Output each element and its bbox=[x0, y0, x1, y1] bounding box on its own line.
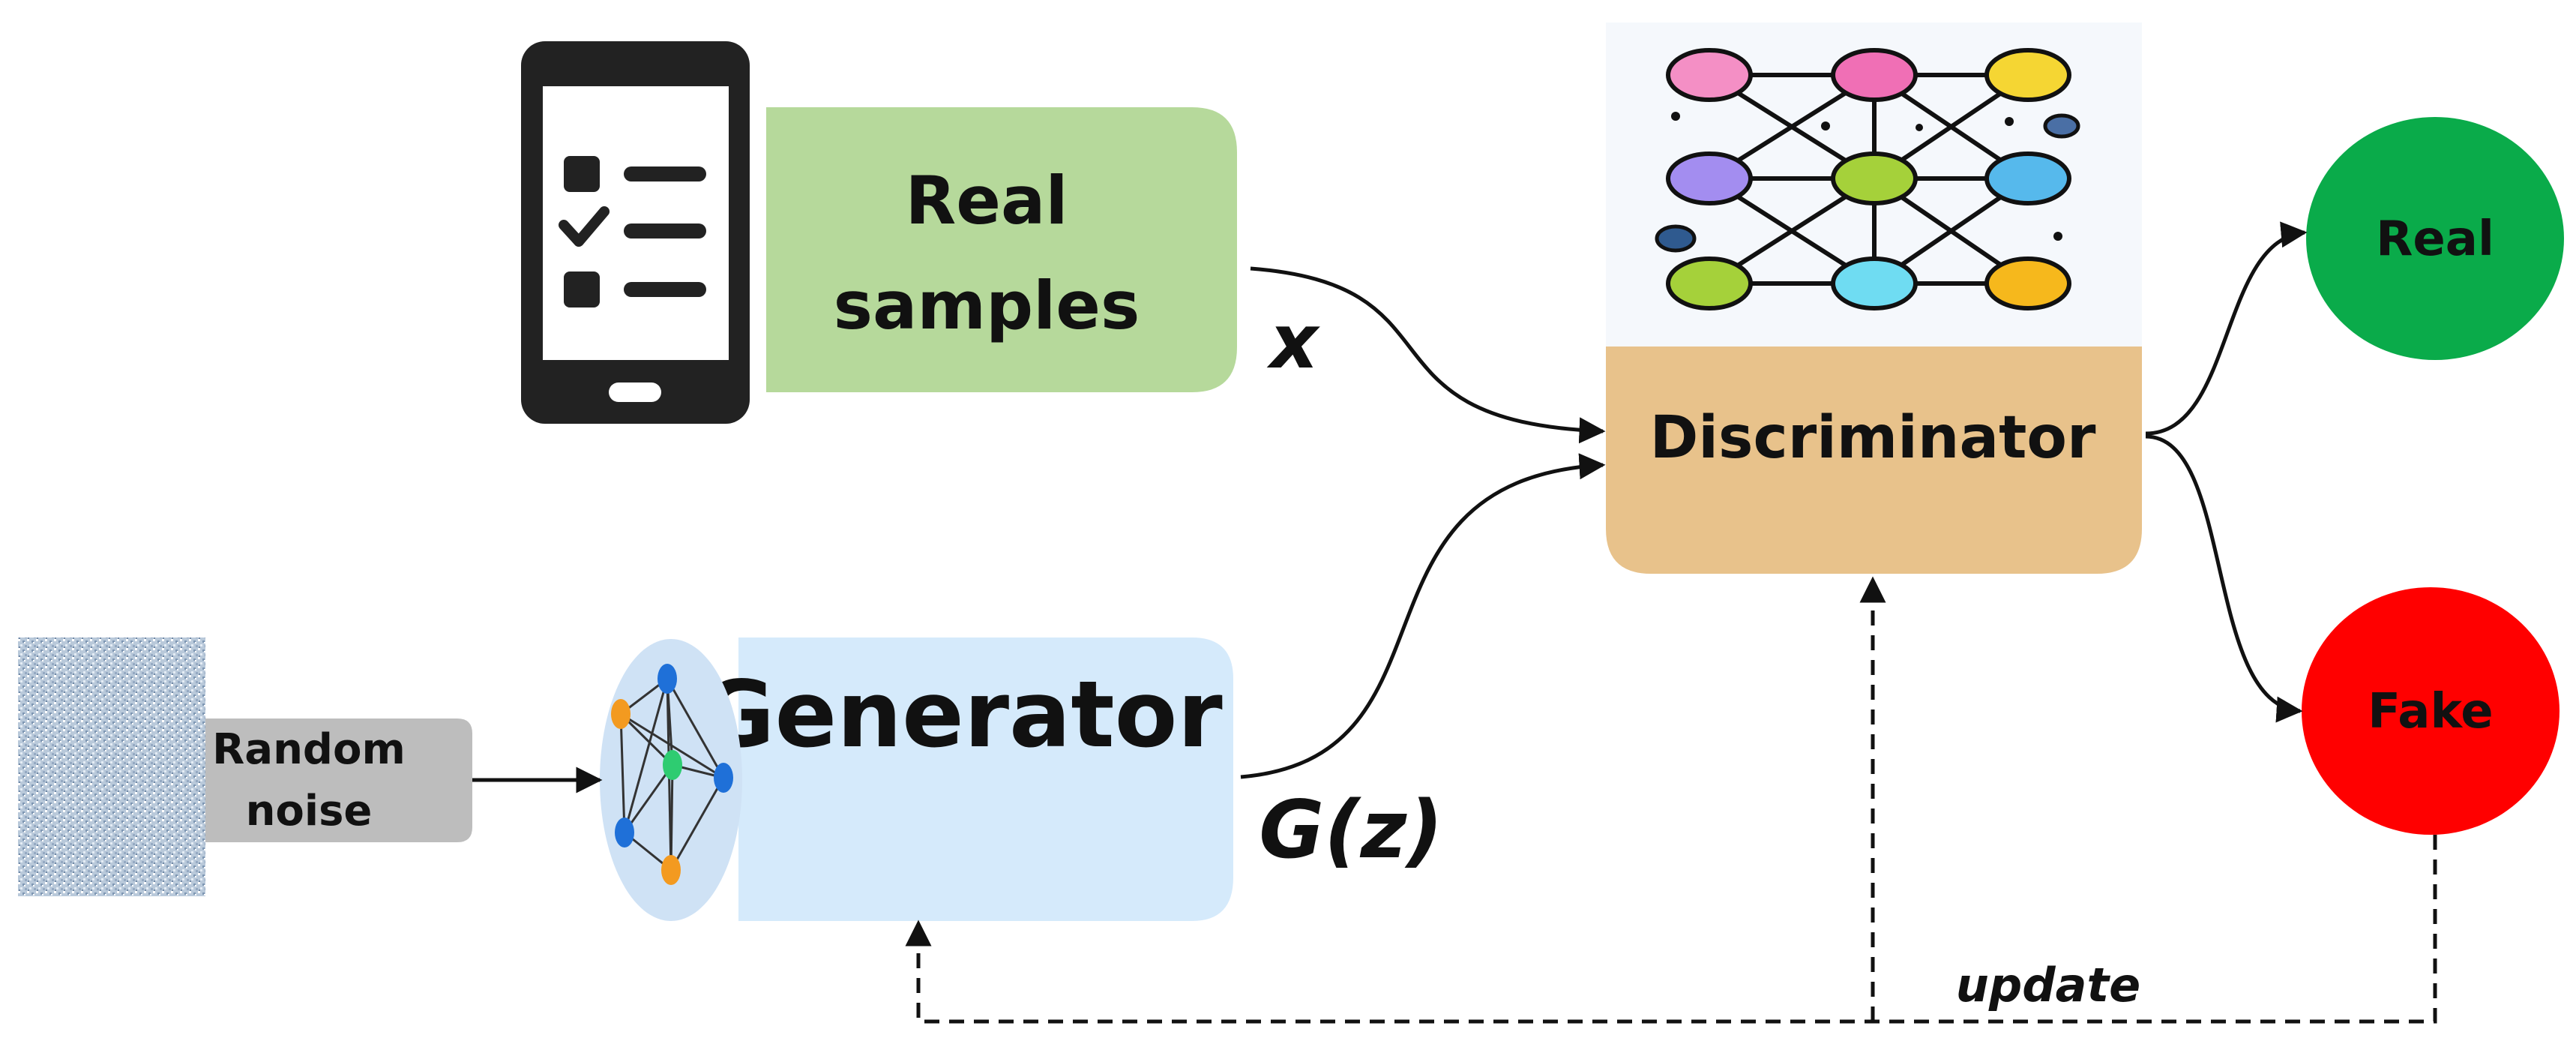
noise-texture-icon bbox=[18, 638, 205, 896]
edge-update-feedback bbox=[905, 835, 2437, 1024]
edge-discriminator-to-real bbox=[2145, 221, 2308, 436]
edges bbox=[472, 221, 2437, 1024]
output-real-circle bbox=[2306, 117, 2564, 360]
generator-label: Generator bbox=[699, 662, 1222, 768]
checklist-phone-icon bbox=[521, 41, 750, 424]
random-noise-box bbox=[205, 718, 472, 842]
output-real-node: Real bbox=[2306, 117, 2564, 360]
output-fake-circle bbox=[2302, 587, 2560, 835]
edge-generator-to-discriminator bbox=[1240, 453, 1606, 779]
output-fake-label: Fake bbox=[2368, 684, 2493, 740]
output-fake-node: Fake bbox=[2302, 587, 2560, 835]
edge-label-update: update bbox=[1956, 958, 2140, 1012]
real-samples-label-line1: Real bbox=[906, 162, 1068, 239]
discriminator-node: Discriminator bbox=[1606, 22, 2142, 574]
random-noise-label-line2: noise bbox=[246, 787, 373, 836]
discriminator-box bbox=[1606, 346, 2142, 574]
generator-node: Generator bbox=[600, 638, 1233, 921]
edge-label-x: x bbox=[1266, 298, 1321, 386]
edge-discriminator-to-fake bbox=[2145, 434, 2303, 723]
real-samples-node: Real samples bbox=[766, 107, 1237, 392]
edge-real-to-discriminator bbox=[1250, 266, 1606, 444]
random-noise-label-line1: Random bbox=[212, 725, 406, 774]
generator-box bbox=[738, 638, 1233, 921]
real-samples-box bbox=[766, 107, 1237, 392]
real-samples-label-line2: samples bbox=[834, 267, 1140, 344]
random-noise-node: Random noise bbox=[205, 718, 472, 842]
edge-label-gz: G(z) bbox=[1259, 784, 1443, 876]
neural-network-icon bbox=[1655, 48, 2080, 310]
output-real-label: Real bbox=[2376, 212, 2494, 267]
generator-network-icon bbox=[600, 639, 742, 921]
discriminator-label: Discriminator bbox=[1650, 404, 2096, 472]
